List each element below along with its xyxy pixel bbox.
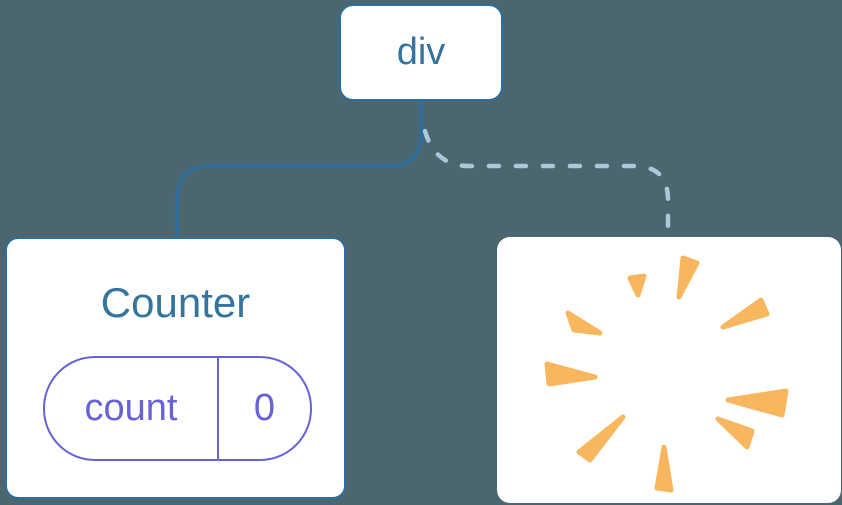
node-div-label: div: [396, 31, 446, 73]
node-removed: [497, 237, 841, 503]
node-counter: Counter count 0: [5, 237, 346, 499]
state-badge: count 0: [43, 356, 312, 461]
state-key-label: count: [45, 358, 219, 459]
dashed-connector-line: [422, 128, 671, 239]
poof-burst-icon: [544, 255, 789, 493]
solid-connector-line: [175, 101, 423, 236]
state-value-label: 0: [253, 387, 276, 429]
node-div: div: [339, 4, 503, 101]
counter-title: Counter: [100, 279, 251, 326]
